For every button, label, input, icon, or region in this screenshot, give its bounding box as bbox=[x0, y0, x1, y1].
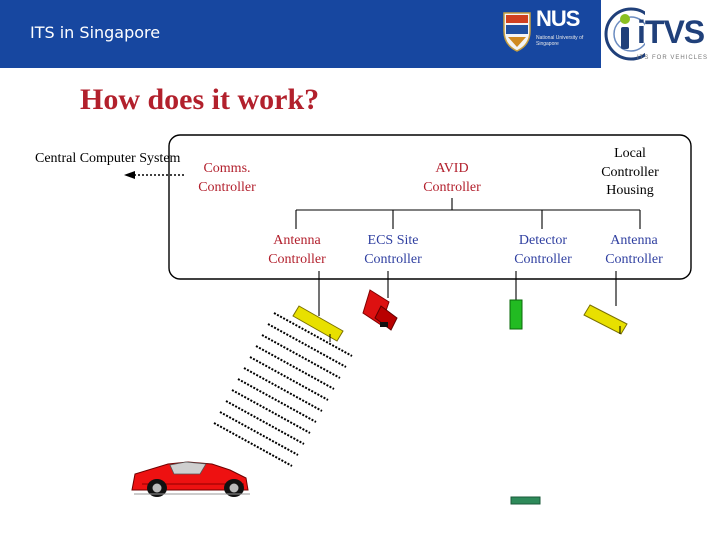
header-title: ITS in Singapore bbox=[30, 23, 161, 42]
antenna-controller-2-label: Antenna Controller bbox=[605, 233, 663, 267]
avid-controller-label: AVID Controller bbox=[423, 161, 481, 195]
road-sensor-icon bbox=[510, 496, 541, 505]
itvs-emblem-icon bbox=[604, 7, 645, 61]
antenna-controller-1-label: Antenna Controller bbox=[268, 233, 326, 267]
nus-logo-name: NUS bbox=[536, 6, 580, 31]
car-icon bbox=[131, 461, 250, 497]
nus-logo-subtitle: National University of Singapore bbox=[536, 35, 584, 47]
header-bar: ITS in Singapore NUS National University… bbox=[0, 0, 720, 68]
antenna-icon bbox=[292, 305, 344, 342]
signal-beam bbox=[213, 312, 353, 467]
ecs-site-controller-label: ECS Site Controller bbox=[364, 233, 422, 267]
nus-crest-icon bbox=[503, 12, 531, 52]
central-computer-system-label: Central Computer System bbox=[35, 151, 181, 166]
comms-controller-label: Comms. Controller bbox=[198, 161, 256, 195]
itvs-logo: iTVS ITS FOR VEHICLES bbox=[601, 0, 720, 68]
itvs-logo-name: iTVS bbox=[637, 14, 705, 50]
detector-icon bbox=[509, 299, 523, 330]
slide-title: How does it work? bbox=[80, 83, 320, 116]
local-controller-housing-box bbox=[168, 134, 692, 280]
itvs-logo-tagline: ITS FOR VEHICLES bbox=[637, 55, 709, 61]
antenna-icon bbox=[583, 304, 628, 335]
comms-link-arrow bbox=[124, 171, 184, 179]
detector-controller-label: Detector Controller bbox=[514, 233, 572, 267]
nus-logo: NUS National University of Singapore bbox=[502, 6, 594, 59]
camera-icon bbox=[362, 289, 398, 331]
controller-bus-lines bbox=[295, 198, 641, 316]
local-controller-housing-label: Local Controller Housing bbox=[601, 146, 659, 198]
